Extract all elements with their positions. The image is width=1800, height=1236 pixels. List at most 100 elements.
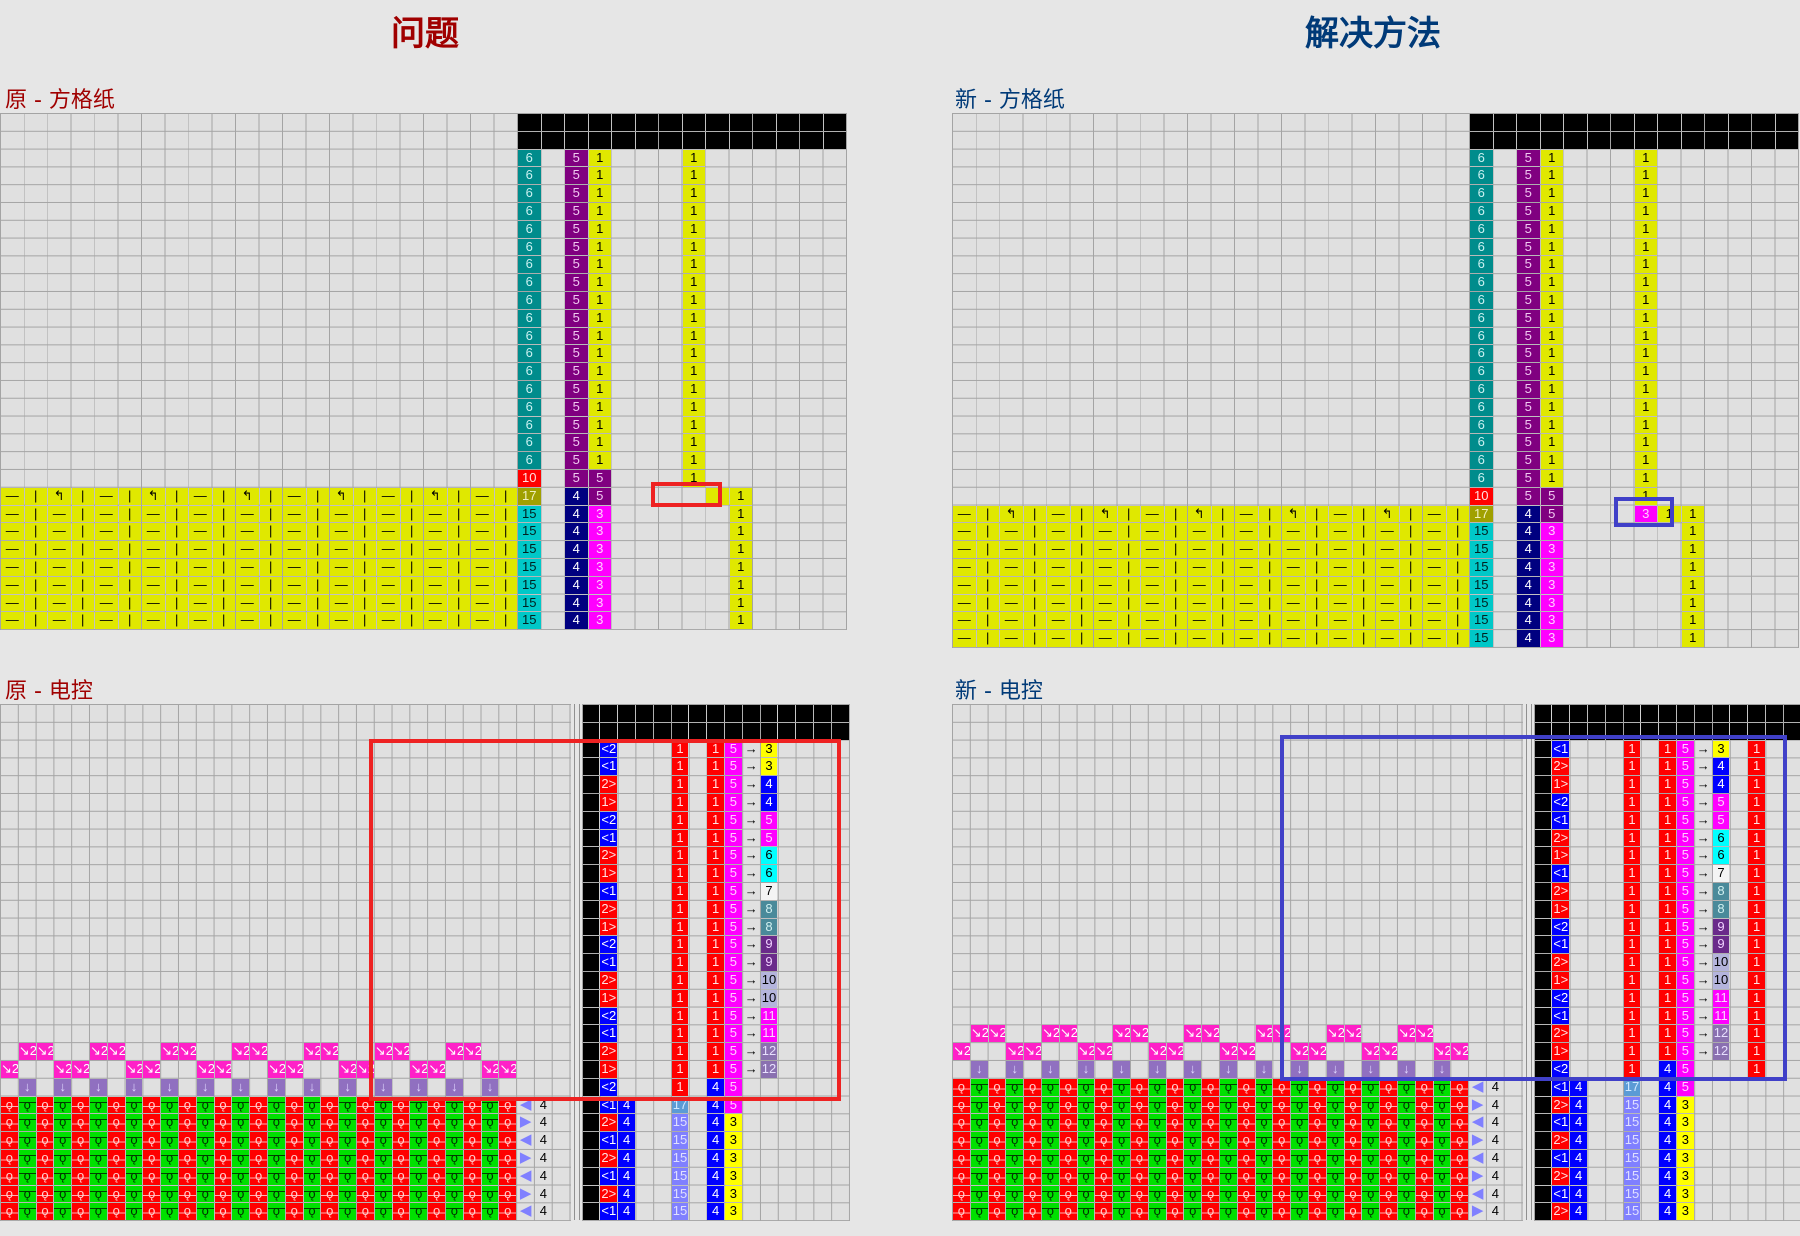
knit-stitch-cell[interactable]: ǫ (1024, 1150, 1041, 1167)
knit-stitch-cell[interactable]: ǫ (481, 1167, 499, 1185)
knit-stitch-cell[interactable]: ǫ (1148, 1096, 1166, 1114)
table-cell[interactable]: 1 (671, 918, 689, 936)
stitch-cell[interactable]: | (306, 487, 329, 505)
table-cell[interactable]: 1 (682, 470, 705, 487)
table-cell[interactable]: 5 (725, 1043, 742, 1060)
table-cell[interactable]: 1 (682, 167, 705, 185)
knit-stitch-cell[interactable]: ǫ (1024, 1078, 1041, 1096)
table-cell[interactable]: 4 (1570, 1132, 1587, 1149)
knit-stitch-cell[interactable]: ǫ (232, 1167, 250, 1185)
column-header-top[interactable] (518, 114, 541, 131)
table-cell[interactable]: 4 (1570, 1203, 1587, 1221)
knit-stitch-cell[interactable]: ǫ (72, 1150, 89, 1167)
stitch-cell[interactable]: — (1423, 594, 1446, 612)
stitch-cell[interactable]: — (471, 487, 494, 505)
stitch-cell[interactable]: | (1352, 559, 1375, 576)
direction-cell[interactable]: 1> (1552, 847, 1570, 865)
direction-cell[interactable]: 2> (1552, 1132, 1570, 1149)
table-cell[interactable]: 3 (725, 1150, 742, 1167)
stitch-cell[interactable]: — (471, 612, 494, 630)
stitch-cell[interactable]: — (330, 559, 353, 576)
table-cell[interactable]: 3 (725, 1167, 742, 1185)
knit-stitch-cell[interactable]: ǫ (1237, 1132, 1255, 1149)
direction-cell[interactable]: <1 (600, 883, 618, 900)
stitch-cell[interactable]: — (953, 523, 976, 541)
stitch-cell[interactable]: | (259, 505, 282, 523)
table-cell[interactable]: 1 (1681, 505, 1704, 523)
knit-stitch-cell[interactable]: ǫ (1095, 1132, 1113, 1149)
column-header-bottom[interactable] (1611, 131, 1634, 149)
knit-stitch-cell[interactable]: ǫ (1398, 1185, 1415, 1203)
stitch-cell[interactable]: — (1423, 505, 1446, 523)
knit-stitch-cell[interactable]: ǫ (1380, 1078, 1397, 1096)
column-header-bottom[interactable] (707, 722, 724, 740)
stitch-cell[interactable]: | (447, 541, 470, 558)
stitch-cell[interactable]: | (1023, 594, 1046, 612)
row-marker-cell[interactable] (1534, 989, 1552, 1007)
direction-cell[interactable]: <2 (1552, 1061, 1570, 1078)
drop-stitch-cell[interactable]: ↓ (18, 1078, 36, 1096)
table-cell[interactable]: 10 (760, 972, 778, 989)
drop-stitch-cell[interactable]: ↓ (1077, 1061, 1095, 1078)
knit-stitch-cell[interactable]: ǫ (1398, 1078, 1415, 1096)
stitch-cell[interactable]: — (330, 576, 353, 594)
table-cell[interactable]: 1 (1748, 954, 1765, 971)
knit-stitch-cell[interactable]: ǫ (1291, 1132, 1308, 1149)
stitch-cell[interactable]: | (259, 559, 282, 576)
stitch-cell[interactable]: | (1399, 541, 1422, 558)
table-cell[interactable]: 15 (1470, 523, 1493, 541)
knit-stitch-cell[interactable]: ǫ (1006, 1150, 1024, 1167)
knit-stitch-cell[interactable]: ǫ (1398, 1203, 1415, 1221)
stitch-cell[interactable]: — (1282, 576, 1305, 594)
knit-stitch-cell[interactable]: ǫ (1380, 1096, 1397, 1114)
table-cell[interactable]: 1 (1748, 794, 1765, 811)
table-cell[interactable]: 4 (707, 1167, 724, 1185)
column-header-bottom[interactable] (612, 131, 635, 149)
column-header-bottom[interactable] (618, 722, 635, 740)
knit-stitch-cell[interactable]: ǫ (374, 1150, 392, 1167)
stitch-cell[interactable]: — (1094, 630, 1117, 647)
stitch-cell[interactable]: — (283, 541, 306, 558)
table-cell[interactable]: 5 (1517, 327, 1540, 345)
table-cell[interactable]: 5 (565, 292, 588, 309)
column-header-bottom[interactable] (814, 722, 831, 740)
stitch-cell[interactable]: — (1047, 505, 1070, 523)
column-header-bottom[interactable] (776, 131, 799, 149)
stitch-cell[interactable]: | (24, 505, 47, 523)
stitch-cell[interactable]: ↰ (1188, 505, 1211, 523)
knit-stitch-cell[interactable]: ǫ (1148, 1185, 1166, 1203)
drop-stitch-cell[interactable]: ↓ (268, 1078, 285, 1096)
table-cell[interactable]: 3 (1540, 612, 1563, 630)
table-cell[interactable]: 1 (707, 972, 724, 989)
stitch-cell[interactable]: — (1000, 594, 1023, 612)
table-cell[interactable]: → (744, 829, 758, 845)
transfer-stitch-cell[interactable]: ↘2 (1024, 1043, 1041, 1060)
stitch-cell[interactable]: | (118, 559, 141, 576)
drop-stitch-cell[interactable]: ↓ (232, 1078, 250, 1096)
row-marker-cell[interactable] (582, 1114, 600, 1132)
stitch-cell[interactable]: | (976, 559, 999, 576)
table-cell[interactable]: 8 (1712, 900, 1730, 918)
drop-stitch-cell[interactable]: ↓ (303, 1078, 321, 1096)
table-cell[interactable]: 4 (1517, 630, 1540, 647)
column-header-bottom[interactable] (1470, 131, 1493, 149)
stitch-cell[interactable]: — (330, 541, 353, 558)
stitch-cell[interactable]: | (400, 559, 423, 576)
knit-stitch-cell[interactable]: ǫ (125, 1132, 143, 1149)
column-header-bottom[interactable] (1570, 722, 1587, 740)
knit-stitch-cell[interactable]: ǫ (72, 1132, 89, 1149)
transfer-stitch-cell[interactable]: ↘2 (268, 1061, 285, 1078)
knit-stitch-cell[interactable]: ǫ (428, 1132, 445, 1149)
table-cell[interactable]: 1 (671, 776, 689, 793)
column-header-bottom[interactable] (1588, 722, 1605, 740)
table-cell[interactable]: 5 (1517, 220, 1540, 238)
table-cell[interactable]: 1 (588, 309, 611, 327)
knit-stitch-cell[interactable]: ǫ (357, 1185, 374, 1203)
stitch-cell[interactable]: — (48, 541, 71, 558)
table-cell[interactable]: 1 (682, 238, 705, 256)
direction-cell[interactable]: 2> (1552, 758, 1570, 776)
knit-stitch-cell[interactable]: ǫ (1451, 1167, 1469, 1185)
stitch-cell[interactable]: — (95, 576, 118, 594)
column-header-top[interactable] (635, 114, 658, 131)
table-cell[interactable]: 1 (1748, 1025, 1765, 1043)
